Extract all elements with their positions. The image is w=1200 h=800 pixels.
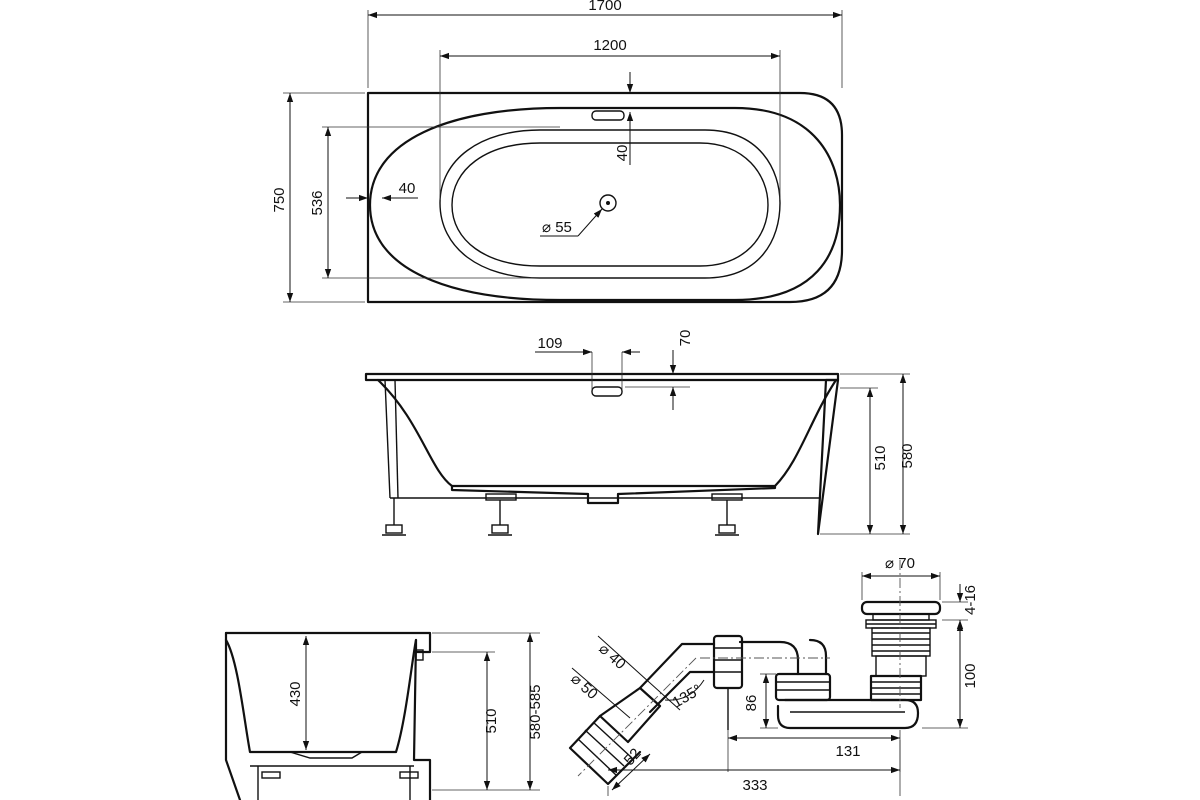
dim-inner-width: 536 <box>309 190 326 215</box>
dim-trap-height: 86 <box>743 695 760 712</box>
overflow-outlet <box>591 110 625 121</box>
dim-outlet-pipe-diameter: ⌀ 40 <box>595 640 629 673</box>
end-view-outline <box>224 631 432 800</box>
dim-side-total-height: 580 <box>899 443 916 468</box>
drain-plug <box>860 600 942 616</box>
support-foot-left <box>382 498 406 536</box>
dim-total-width: 750 <box>271 187 288 212</box>
siphon-outline <box>568 600 942 786</box>
drain-hole <box>599 194 617 212</box>
dim-total-length: 1700 <box>588 0 621 14</box>
dim-overflow-length: 109 <box>537 335 562 352</box>
leader-outlet-connection-diameter <box>571 667 631 719</box>
leader-outlet-pipe-diameter <box>597 635 681 711</box>
support-foot-right <box>711 493 743 536</box>
dim-outlet-length: 52 <box>621 745 645 769</box>
side-overflow-outlet <box>591 386 623 397</box>
dim-drain-diameter: ⌀ 55 <box>542 219 572 236</box>
siphon-drain-assembly: ⌀ 70 4-16 100 ⌀ 40 ⌀ 50 135° 52 86 131 <box>567 555 979 796</box>
end-view: 430 510 580-585 <box>224 631 544 800</box>
side-view-outline <box>364 372 840 536</box>
support-foot-middle <box>485 493 517 536</box>
dim-bath-height: 510 <box>872 445 889 470</box>
top-view-outline <box>366 91 844 304</box>
side-view: 109 70 510 580 <box>364 330 916 536</box>
dim-end-total-height: 580-585 <box>527 684 544 739</box>
end-overflow-outlet <box>415 649 424 661</box>
dim-overflow-depth: 70 <box>677 330 694 347</box>
dim-plug-diameter: ⌀ 70 <box>885 555 915 572</box>
arc-bend-angle <box>664 679 705 701</box>
dim-outlet-connection-diameter: ⌀ 50 <box>567 670 601 703</box>
dim-inner-length: 1200 <box>593 37 626 54</box>
dim-plug-lift: 4-16 <box>962 585 979 615</box>
dim-side-rim: 40 <box>399 180 416 197</box>
dim-water-depth: 430 <box>287 681 304 706</box>
top-view: 1700 1200 750 536 40 40 ⌀ 55 <box>271 0 844 304</box>
dim-end-bath-height: 510 <box>483 708 500 733</box>
dim-drain-height: 100 <box>962 663 979 688</box>
dim-siphon-total-length: 333 <box>742 777 767 794</box>
centerline-angled <box>577 657 697 777</box>
dim-overflow-offset: 40 <box>614 145 631 162</box>
dim-trap-length: 131 <box>835 743 860 760</box>
